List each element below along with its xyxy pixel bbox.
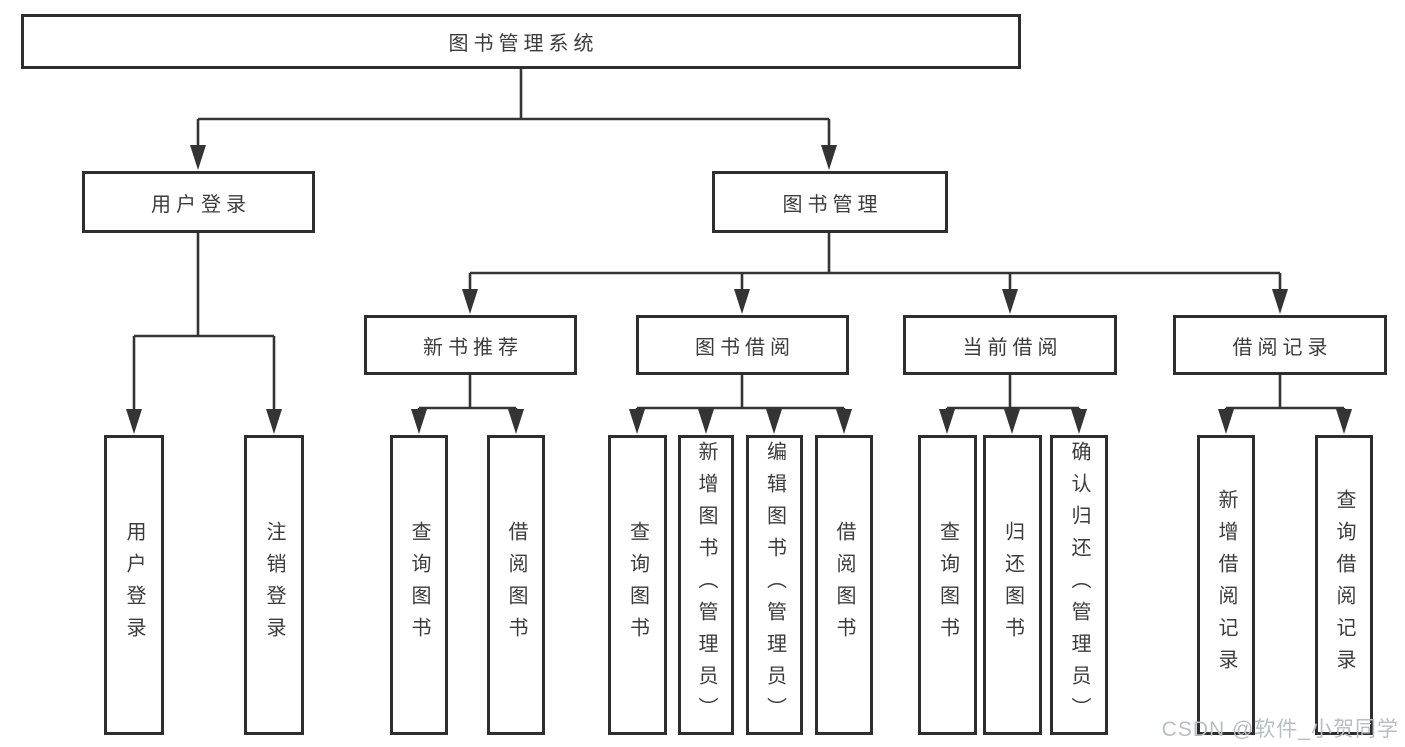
node-user-login: 用户登录 bbox=[82, 171, 315, 233]
connector-user-login-children bbox=[126, 233, 282, 434]
connector-current-borrow-children bbox=[939, 375, 1087, 434]
leaf-query-borrow-record: 查询借阅记录 bbox=[1315, 435, 1373, 735]
leaf-user-login: 用户登录 bbox=[104, 435, 164, 735]
leaf-edit-book-admin: 编辑图书（管理员） bbox=[746, 435, 803, 735]
arrowhead bbox=[508, 409, 524, 434]
connector-book-mgmt-to-modules bbox=[462, 233, 1288, 314]
node-book-borrow: 图书借阅 bbox=[636, 315, 849, 375]
arrowhead bbox=[1071, 409, 1087, 434]
connector-root-to-level2 bbox=[190, 68, 837, 170]
node-book-management: 图书管理 bbox=[712, 171, 948, 233]
arrowhead bbox=[190, 145, 206, 170]
node-borrow-record: 借阅记录 bbox=[1173, 315, 1387, 375]
leaf-confirm-return-admin: 确认归还（管理员） bbox=[1050, 435, 1108, 735]
leaf-return-book: 归还图书 bbox=[983, 435, 1042, 735]
leaf-add-book-admin: 新增图书（管理员） bbox=[678, 435, 734, 735]
arrowhead bbox=[629, 409, 645, 434]
arrowhead bbox=[1002, 289, 1018, 314]
leaf-borrow-book: 借阅图书 bbox=[487, 435, 545, 735]
csdn-watermark: CSDN @软件_小贺同学 bbox=[1161, 718, 1399, 741]
arrowhead bbox=[939, 409, 955, 434]
arrowhead bbox=[698, 409, 714, 434]
arrowhead bbox=[266, 409, 282, 434]
leaf-query-book: 查询图书 bbox=[918, 435, 977, 735]
arrowhead bbox=[1218, 409, 1234, 434]
arrowhead bbox=[1336, 409, 1352, 434]
arrowhead bbox=[411, 409, 427, 434]
arrowhead bbox=[821, 145, 837, 170]
arrowhead bbox=[1004, 409, 1020, 434]
arrowhead bbox=[836, 409, 852, 434]
connector-book-borrow-children bbox=[629, 375, 852, 434]
node-new-book-recommend: 新书推荐 bbox=[364, 315, 577, 375]
arrowhead bbox=[126, 409, 142, 434]
arrowhead bbox=[766, 409, 782, 434]
leaf-borrow-book: 借阅图书 bbox=[815, 435, 873, 735]
arrowhead bbox=[1272, 289, 1288, 314]
arrowhead bbox=[462, 289, 478, 314]
arrowhead bbox=[734, 289, 750, 314]
leaf-query-book: 查询图书 bbox=[390, 435, 448, 735]
connector-borrow-record-children bbox=[1218, 375, 1352, 434]
connector-new-book-children bbox=[411, 375, 524, 434]
node-current-borrow: 当前借阅 bbox=[903, 315, 1117, 375]
leaf-add-borrow-record: 新增借阅记录 bbox=[1197, 435, 1255, 735]
node-library-system: 图书管理系统 bbox=[21, 14, 1021, 69]
leaf-query-book: 查询图书 bbox=[608, 435, 667, 735]
leaf-logout: 注销登录 bbox=[244, 435, 304, 735]
